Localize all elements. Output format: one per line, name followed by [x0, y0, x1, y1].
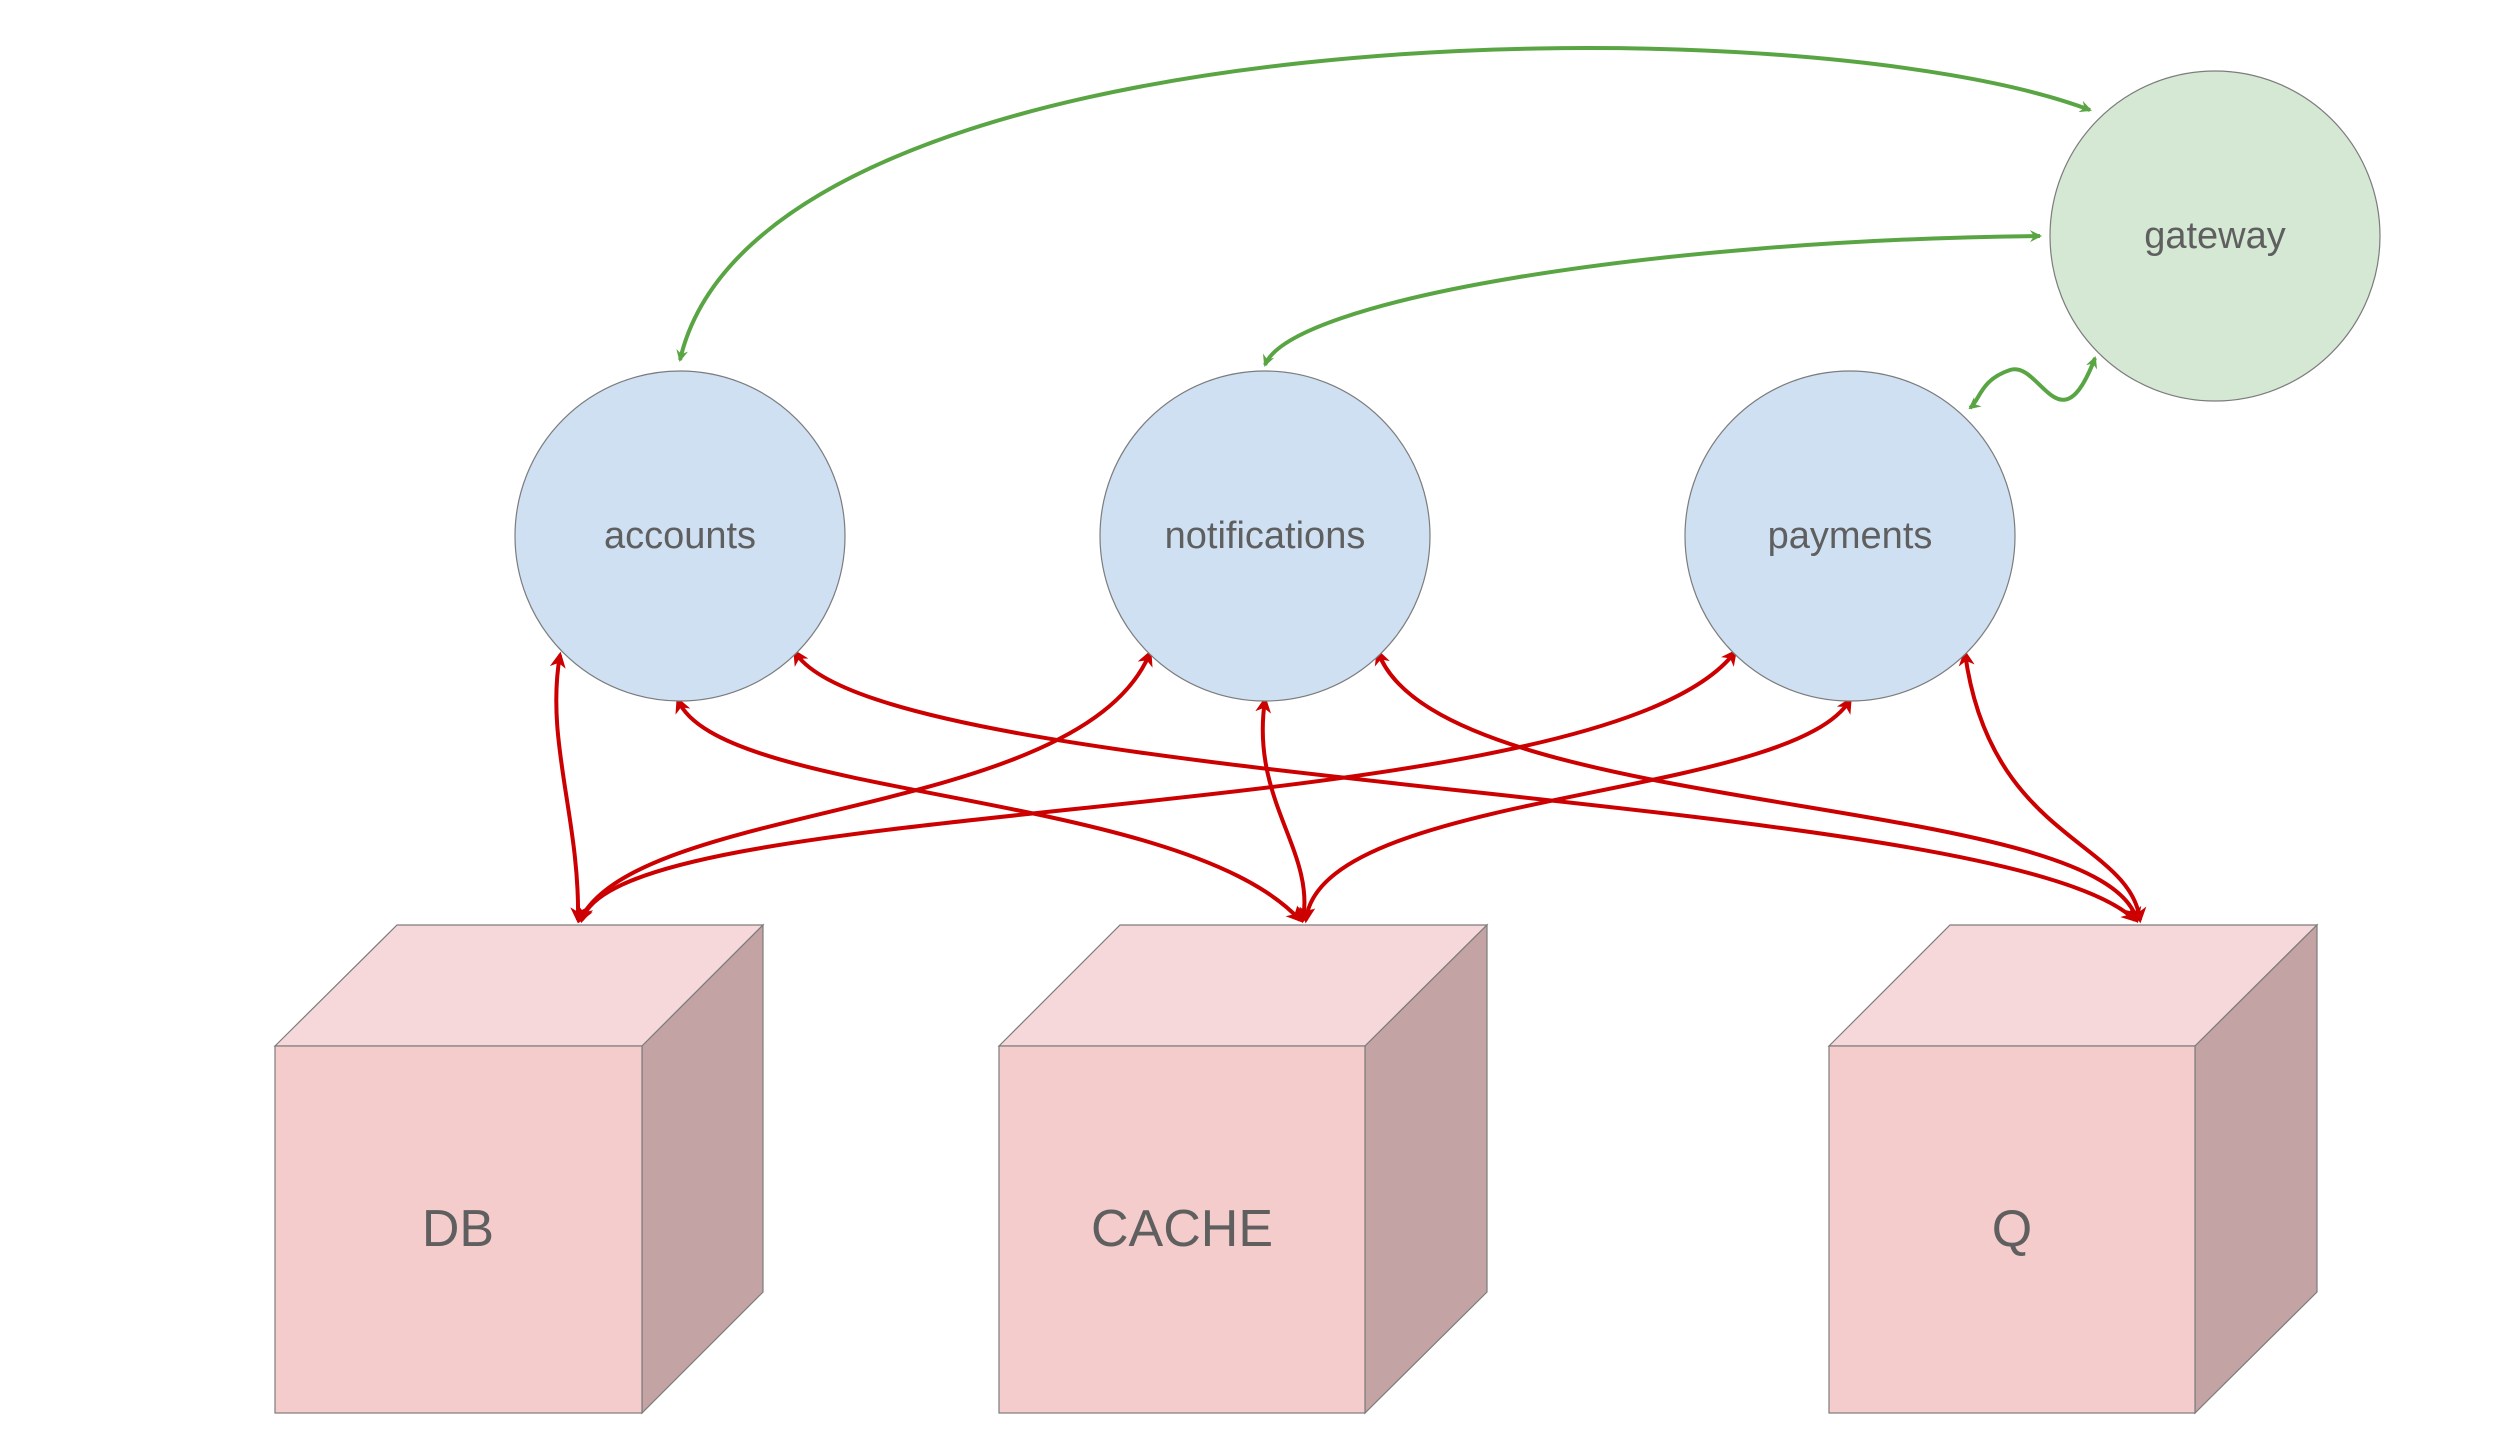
edge-accounts-q[interactable]	[793, 649, 2138, 923]
notifications-node[interactable]: notifications	[1099, 370, 1431, 702]
edge-payments-q[interactable]	[1958, 649, 2147, 924]
gateway-label: gateway	[2144, 215, 2286, 257]
payments-label: payments	[1768, 515, 1933, 557]
red-edges	[549, 648, 2147, 924]
green-edges	[676, 46, 2098, 410]
edge-notifications-cache[interactable]	[1255, 696, 1313, 924]
db-label: DB	[422, 1200, 494, 1258]
accounts-label: accounts	[604, 515, 756, 557]
edge-gateway-notifications[interactable]	[1263, 230, 2042, 367]
edge-gateway-payments[interactable]	[1968, 356, 2098, 410]
db-cube-front	[274, 1045, 643, 1414]
cache-label: CACHE	[1091, 1200, 1273, 1258]
edge-accounts-db[interactable]	[549, 651, 587, 924]
accounts-node[interactable]: accounts	[514, 370, 846, 702]
cache-cube-front	[998, 1045, 1366, 1414]
edge-notifications-q[interactable]	[1374, 648, 2142, 924]
q-label: Q	[1992, 1200, 2032, 1258]
q-cube-front	[1828, 1045, 2196, 1414]
notifications-label: notifications	[1165, 515, 1366, 557]
cache-cube[interactable]: CACHE	[997, 923, 1489, 1415]
db-cube[interactable]: DB	[273, 923, 765, 1415]
q-cube[interactable]: Q	[1827, 923, 2319, 1415]
edge-payments-cache[interactable]	[1299, 697, 1852, 924]
edge-accounts-cache[interactable]	[675, 696, 1303, 923]
gateway-node[interactable]: gateway	[2049, 70, 2381, 402]
edge-gateway-accounts[interactable]	[676, 46, 2092, 362]
payments-node[interactable]: payments	[1684, 370, 2016, 702]
edge-payments-db[interactable]	[577, 649, 1738, 924]
